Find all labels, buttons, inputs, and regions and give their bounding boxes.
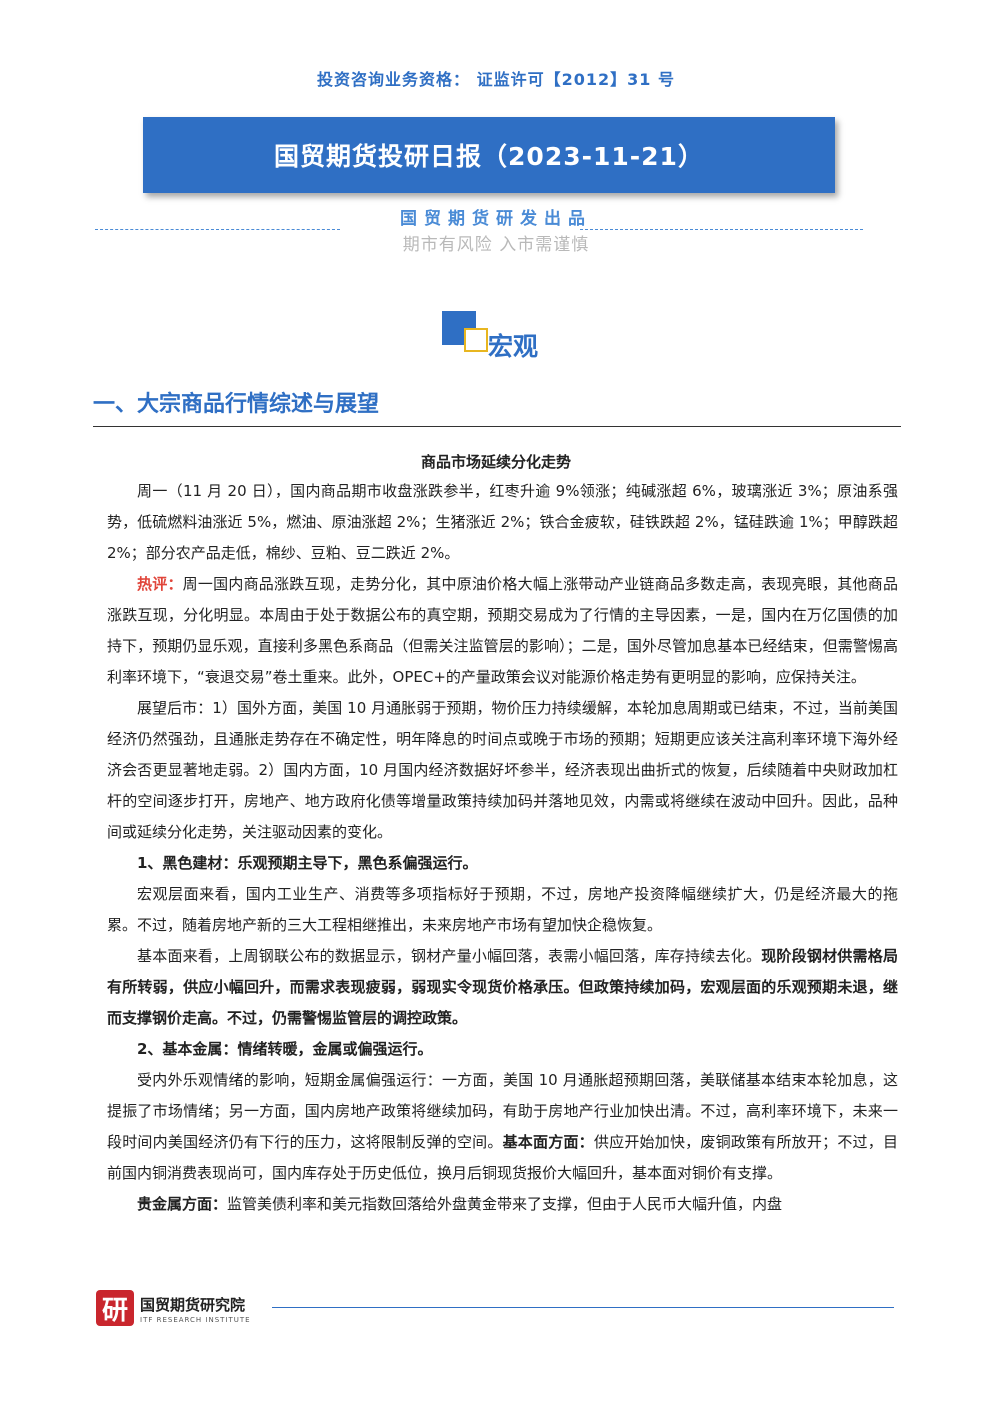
main-heading: 一、大宗商品行情综述与展望 (93, 392, 380, 417)
publisher-line: 国贸期货研发出品 (400, 209, 592, 229)
qualification-line: 投资咨询业务资格： 证监许可【2012】31 号 (317, 70, 675, 89)
report-title: 国贸期货投研日报（2023-11-21） (274, 142, 704, 171)
article-body: 周一（11 月 20 日），国内商品期市收盘涨跌参半，红枣升逾 9%领涨；纯碱涨… (107, 476, 898, 1220)
paragraph-outlook: 展望后市：1）国外方面，美国 10 月通胀弱于预期，物价压力持续缓解，本轮加息周… (107, 699, 898, 841)
paragraph-commentary: 热评：周一国内商品涨跌互现，走势分化，其中原油价格大幅上涨带动产业链商品多数走高… (107, 575, 898, 686)
section-outline-square-icon (464, 328, 488, 352)
footer-rule (272, 1307, 894, 1308)
paragraph-metals-heading: 2、基本金属：情绪转暖，金属或偏强运行。 (137, 1040, 433, 1058)
section-title: 宏观 (488, 332, 539, 361)
commentary-label: 热评： (137, 575, 183, 593)
dashed-divider-right (580, 229, 863, 230)
paragraph-ferrous-heading: 1、黑色建材：乐观预期主导下，黑色系偏强运行。 (137, 854, 478, 872)
research-logo-icon: 研 (96, 1290, 134, 1326)
heading-rule (93, 426, 901, 427)
paragraph-market-summary: 周一（11 月 20 日），国内商品期市收盘涨跌参半，红枣升逾 9%领涨；纯碱涨… (107, 482, 898, 562)
paragraph-ferrous-macro: 宏观层面来看，国内工业生产、消费等多项指标好于预期，不过，房地产投资降幅继续扩大… (107, 885, 898, 934)
subheading: 商品市场延续分化走势 (420, 453, 571, 471)
risk-notice: 期市有风险 入市需谨慎 (402, 235, 590, 255)
paragraph-metals: 受内外乐观情绪的影响，短期金属偏强运行：一方面，美国 10 月通胀超预期回落，美… (107, 1071, 898, 1182)
dashed-divider-left (95, 229, 340, 230)
footer-institute-en: ITF RESEARCH INSTITUTE (140, 1316, 251, 1324)
footer-institute-name: 国贸期货研究院 (140, 1296, 246, 1314)
paragraph-ferrous-fundamentals: 基本面来看，上周钢联公布的数据显示，钢材产量小幅回落，表需小幅回落，库存持续去化… (107, 947, 898, 1027)
paragraph-precious-metals: 贵金属方面：监管美债利率和美元指数回落给外盘黄金带来了支撑，但由于人民币大幅升值… (137, 1195, 783, 1213)
report-banner: 国贸期货投研日报（2023-11-21） (143, 117, 835, 193)
